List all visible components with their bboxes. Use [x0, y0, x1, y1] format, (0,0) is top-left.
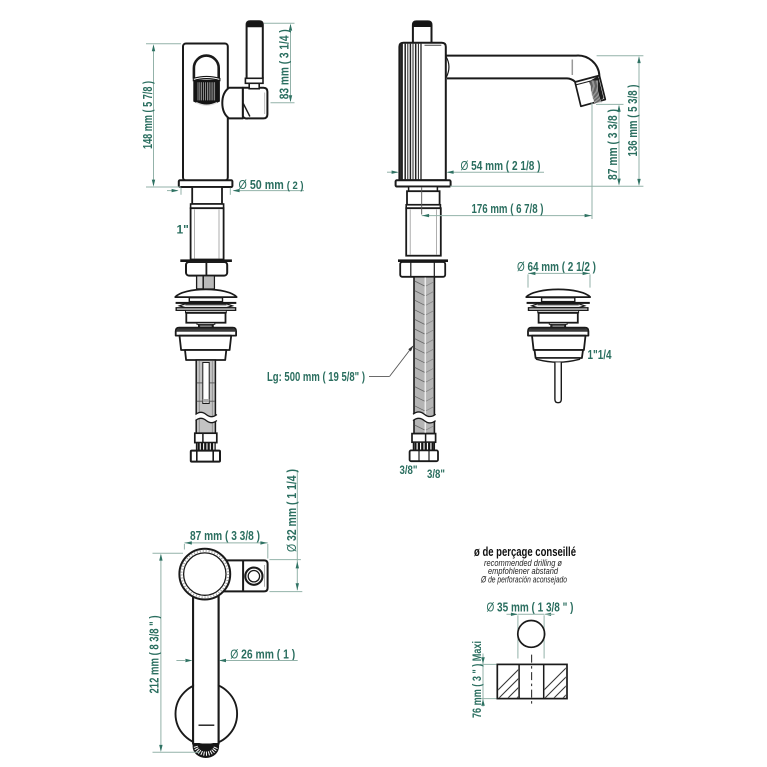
svg-text:Ø 32 mm ( 1 1/4 ): Ø 32 mm ( 1 1/4 ) — [285, 469, 299, 552]
svg-text:87 mm ( 3 3/8 ): 87 mm ( 3 3/8 ) — [190, 529, 260, 543]
svg-text:Lg: 500 mm ( 19 5/8" ): Lg: 500 mm ( 19 5/8" ) — [267, 370, 365, 384]
svg-text:Ø 54 mm ( 2 1/8 ): Ø 54 mm ( 2 1/8 ) — [461, 159, 541, 173]
svg-text:176 mm ( 6 7/8 ): 176 mm ( 6 7/8 ) — [472, 202, 544, 216]
svg-text:Ø 50 mm ( 2 ): Ø 50 mm ( 2 ) — [239, 178, 304, 192]
svg-text:ø de perçage conseillé: ø de perçage conseillé — [474, 544, 576, 559]
svg-text:Ø 35 mm ( 1 3/8 " ): Ø 35 mm ( 1 3/8 " ) — [487, 601, 574, 615]
svg-text:Ø 26 mm ( 1 ): Ø 26 mm ( 1 ) — [230, 648, 295, 662]
svg-text:Ø de perforación aconsejado: Ø de perforación aconsejado — [480, 574, 567, 585]
svg-text:136 mm ( 5 3/8 ): 136 mm ( 5 3/8 ) — [626, 85, 640, 157]
svg-text:148 mm ( 5 7/8 ): 148 mm ( 5 7/8 ) — [141, 81, 155, 149]
svg-text:76 mm ( 3 " ) Maxi: 76 mm ( 3 " ) Maxi — [472, 641, 484, 718]
svg-text:1": 1" — [177, 223, 189, 237]
svg-text:recommended drilling ø: recommended drilling ø — [484, 558, 562, 569]
svg-text:87 mm ( 3 3/8 ): 87 mm ( 3 3/8 ) — [606, 109, 620, 180]
svg-text:3/8": 3/8" — [400, 465, 418, 477]
svg-text:empfohlener abstand: empfohlener abstand — [488, 566, 559, 577]
svg-text:1"1/4: 1"1/4 — [588, 348, 612, 362]
svg-text:Ø 64 mm ( 2 1/2 ): Ø 64 mm ( 2 1/2 ) — [517, 260, 596, 274]
svg-text:83 mm ( 3 1/4 ): 83 mm ( 3 1/4 ) — [278, 29, 292, 99]
svg-text:3/8": 3/8" — [427, 469, 445, 481]
svg-text:212 mm ( 8 3/8 " ): 212 mm ( 8 3/8 " ) — [148, 616, 162, 694]
